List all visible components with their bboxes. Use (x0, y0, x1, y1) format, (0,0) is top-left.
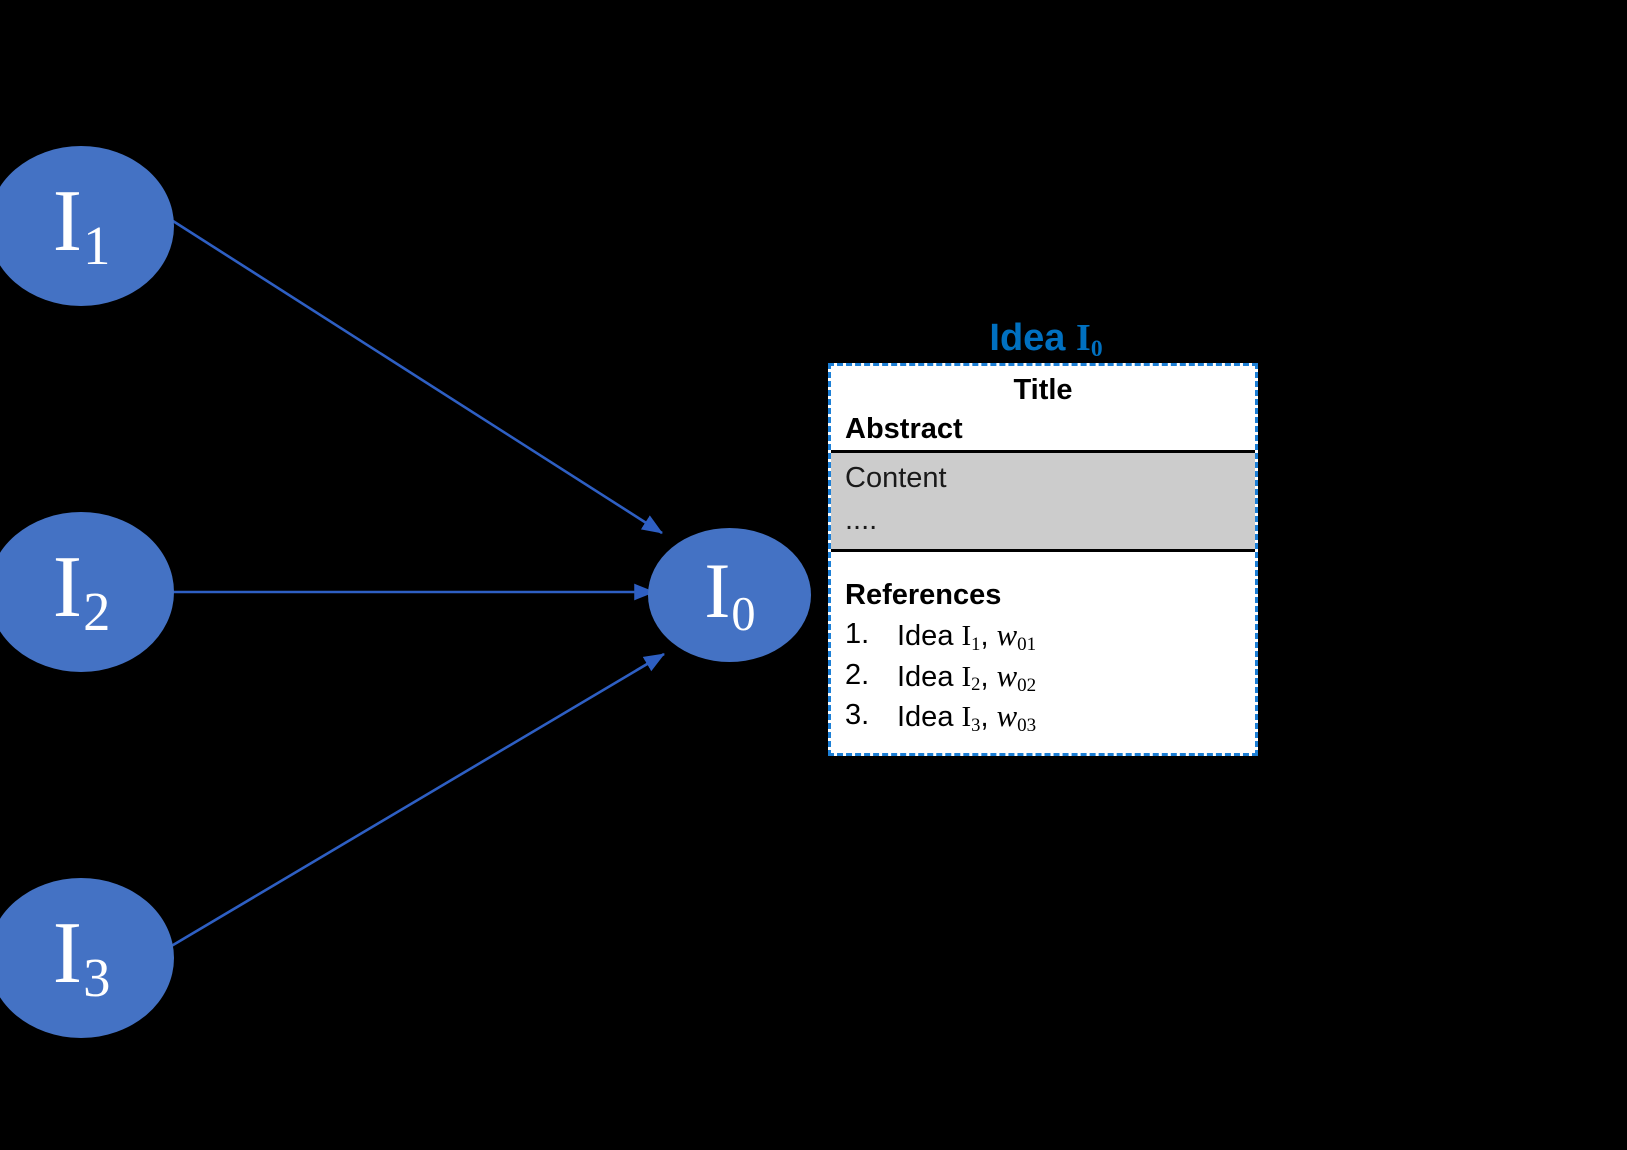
reference-number-2: 2. (845, 658, 870, 691)
card-title-label: Title (1013, 374, 1073, 407)
card-content-band: Content .... (831, 450, 1255, 553)
card-references-section: References 1. Idea I1, w01 2. Idea I2, w… (831, 552, 1255, 752)
card-content-line-1: Content (845, 462, 947, 495)
reference-item-3: 3. Idea I3, w03 (845, 696, 1241, 737)
card-abstract-label: Abstract (845, 413, 963, 446)
idea-card-heading-symbol: I0 (1076, 317, 1103, 363)
card-content-line-2: .... (845, 504, 878, 537)
idea-node-i2-label: I2 (52, 539, 111, 643)
idea-card-container: Idea I0 Title Abstract Content .... Refe… (828, 317, 1264, 756)
idea-node-i0-label: I0 (704, 547, 756, 641)
edge-i1-to-i0 (161, 212, 663, 535)
idea-node-i3-label: I3 (52, 905, 111, 1009)
idea-node-i3[interactable]: I3 (0, 878, 174, 1038)
reference-item-2: 2. Idea I2, w02 (845, 656, 1241, 697)
reference-text-1: Idea I1, w01 (897, 618, 1037, 656)
idea-node-i2[interactable]: I2 (0, 512, 174, 672)
reference-text-3: Idea I3, w03 (897, 699, 1037, 737)
idea-node-i1[interactable]: I1 (0, 146, 174, 306)
reference-text-2: Idea I2, w02 (897, 658, 1037, 696)
idea-node-i0[interactable]: I0 (648, 528, 811, 662)
idea-node-i1-label: I1 (52, 173, 111, 277)
edge-i3-to-i0 (167, 652, 665, 950)
idea-card: Title Abstract Content .... References 1… (828, 363, 1258, 756)
idea-card-heading-prefix: Idea (989, 317, 1077, 359)
reference-item-1: 1. Idea I1, w01 (845, 615, 1241, 656)
idea-card-heading: Idea I0 (828, 317, 1264, 363)
reference-number-1: 1. (845, 618, 870, 651)
reference-number-3: 3. (845, 699, 870, 732)
card-references-heading: References (845, 579, 1002, 612)
